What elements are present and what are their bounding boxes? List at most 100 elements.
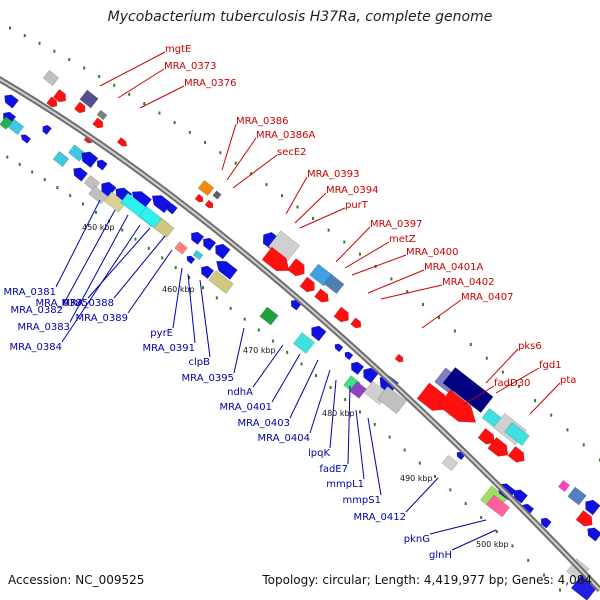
tick-dot-inner [69,194,72,198]
reverse-leader-line [355,409,365,480]
tick-dot-inner [495,530,498,534]
forward-leader-line [294,192,327,224]
tick-dots-layer [6,26,600,592]
gene-feature [203,237,217,251]
gene-feature-shape [166,203,178,215]
forward-leader-line [421,299,462,329]
tick-dot-outer [53,49,56,53]
gene-feature-shape [259,306,279,326]
tick-dot-inner [388,435,391,439]
gene-feature [437,389,477,423]
gene-feature [299,276,315,293]
accession-text: Accession: NC_009525 [8,573,145,587]
gene-feature-shape [88,185,108,205]
forward-gene-label: MRA_0400 [406,247,458,258]
gene-feature-shape [4,94,19,109]
gene-feature [166,203,178,215]
gene-feature-shape [314,288,329,303]
reverse-leader-line [289,359,319,419]
gene-feature-shape [42,70,60,86]
gene-feature-shape [208,270,234,294]
reverse-gene-label: MRA_0383 [18,322,70,333]
gene-feature-shape [153,217,175,239]
gene-feature-shape [96,159,108,171]
reverse-gene-label: MRA_0395 [182,373,234,384]
forward-leader-line [299,207,346,229]
gene-feature [477,427,495,445]
scale-tick-label: 450 kbp [82,223,115,232]
gene-feature-shape [73,167,88,182]
forward-gene-label: MRA_0401A [424,262,483,273]
tick-dot-outer [23,34,26,38]
gene-feature [197,180,215,196]
tick-dot-outer [453,329,456,333]
reverse-gene-label: MRA_0385 [36,298,88,309]
forward-gene-label: MRA_0386A [256,130,315,141]
reverse-leader-line [69,214,129,323]
forward-gene-label: secE2 [277,147,307,158]
gene-feature-shape [416,382,448,411]
gene-feature [416,382,448,411]
gene-feature [103,191,127,213]
gene-feature-shape [186,255,196,265]
reverse-leader-line [87,227,151,299]
label-leaders-layer [55,51,561,551]
forward-leader-line [221,123,237,171]
tick-dot-inner [271,339,274,343]
gene-feature-shape [487,436,509,457]
tick-dot-inner [243,317,246,321]
reverse-leader-line [309,369,331,434]
gene-feature-shape [20,134,32,144]
forward-gene-label: pta [560,375,576,386]
gene-feature [212,190,222,200]
tick-dot-outer [83,66,86,70]
gene-feature-shape [92,117,104,129]
gene-feature [192,249,204,261]
tick-dot-outer [143,102,146,106]
gene-features-layer [0,70,600,600]
tick-dot-outer [173,121,176,125]
gene-feature [201,265,215,279]
gene-labels-layer: mgtEMRA_0373MRA_0376MRA_0386MRA_0386Asec… [4,44,577,561]
forward-gene-label: metZ [389,234,416,245]
tick-dot-inner [161,256,164,260]
gene-feature [81,151,99,169]
gene-feature-shape [377,385,407,415]
forward-gene-label: mgtE [165,44,191,55]
forward-leader-line [335,226,371,263]
tick-dot-outer [550,413,553,417]
gene-feature-shape [204,199,214,209]
reverse-gene-label: MRA_0389 [76,313,128,324]
tick-dot-outer [234,161,237,165]
forward-gene-label: purT [345,200,369,211]
reverse-gene-label: lpqK [308,448,330,459]
tick-dot-outer [9,26,11,30]
gene-feature-shape [507,445,525,463]
gene-feature [363,367,379,384]
tick-dot-inner [82,202,85,206]
gene-feature [73,167,88,182]
reverse-leader-line [127,249,173,314]
tick-dot-inner [188,276,191,279]
gene-feature-shape [333,306,349,323]
tick-dot-outer [501,370,504,374]
gene-feature-shape [197,180,215,196]
gene-feature [268,230,300,262]
reverse-gene-label: clpB [189,357,211,368]
reverse-gene-label: mmpS1 [342,495,381,506]
tick-dot-outer [312,216,315,220]
reverse-gene-label: MRA_0404 [258,433,310,444]
tick-dot-inner [286,350,289,354]
gene-feature-shape [323,273,345,295]
tick-dot-inner [215,296,218,300]
forward-gene-label: pks6 [518,341,542,352]
tick-dot-inner [480,516,483,519]
gene-feature-shape [437,389,477,423]
gene-feature-shape [567,486,587,506]
reverse-gene-label: mmpL1 [326,479,364,490]
tick-dot-inner [434,474,436,478]
gene-feature [194,193,204,203]
gene-feature-shape [268,230,300,262]
scale-tick-label: 480 kbp [322,409,355,418]
gene-feature-shape [287,258,305,277]
